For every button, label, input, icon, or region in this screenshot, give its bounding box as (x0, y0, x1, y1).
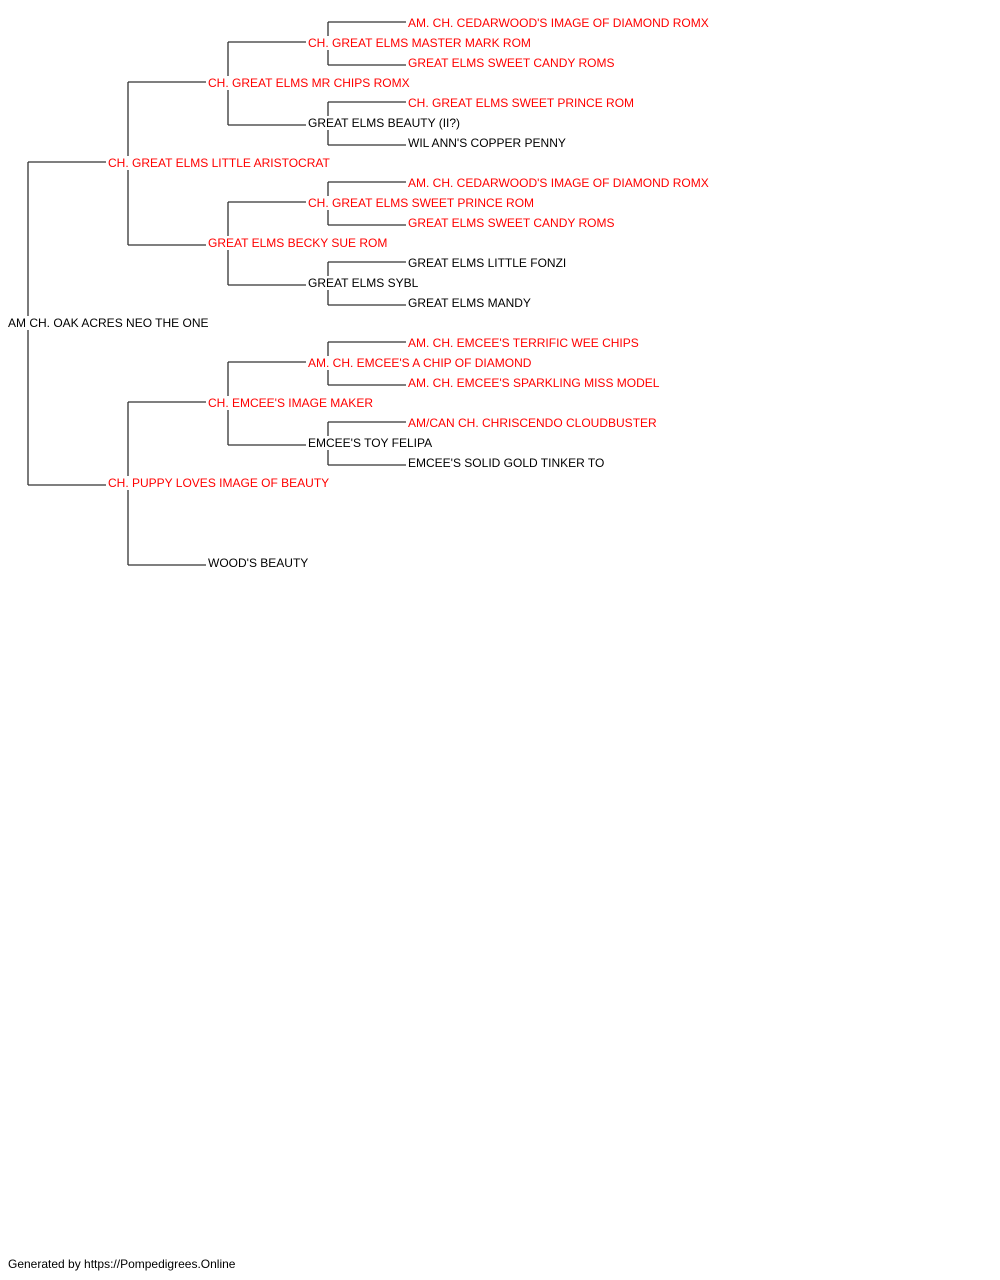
dam-gen2[interactable]: WOOD'S BEAUTY (206, 556, 311, 570)
sire-gen3[interactable]: CH. GREAT ELMS SWEET PRINCE ROM (306, 196, 537, 210)
dam-gen3[interactable]: EMCEE'S TOY FELIPA (306, 436, 435, 450)
footer-credit: Generated by https://Pompedigrees.Online (8, 1257, 236, 1271)
dam-gen4[interactable]: EMCEE'S SOLID GOLD TINKER TO (406, 456, 607, 470)
sire-gen2[interactable]: CH. GREAT ELMS MR CHIPS ROMX (206, 76, 412, 90)
dam-gen3[interactable]: GREAT ELMS SYBL (306, 276, 421, 290)
dam-gen4[interactable]: GREAT ELMS SWEET CANDY ROMS (406, 216, 617, 230)
sire-gen4[interactable]: AM. CH. CEDARWOOD'S IMAGE OF DIAMOND ROM… (406, 16, 711, 30)
sire-gen3[interactable]: AM. CH. EMCEE'S A CHIP OF DIAMOND (306, 356, 534, 370)
dam-gen4[interactable]: GREAT ELMS MANDY (406, 296, 533, 310)
dam-gen4[interactable]: GREAT ELMS SWEET CANDY ROMS (406, 56, 617, 70)
dam-gen4[interactable]: AM. CH. EMCEE'S SPARKLING MISS MODEL (406, 376, 662, 390)
sire-gen4[interactable]: AM/CAN CH. CHRISCENDO CLOUDBUSTER (406, 416, 659, 430)
sire-gen4[interactable]: CH. GREAT ELMS SWEET PRINCE ROM (406, 96, 637, 110)
sire-gen4[interactable]: AM. CH. EMCEE'S TERRIFIC WEE CHIPS (406, 336, 641, 350)
sire-gen4[interactable]: AM. CH. CEDARWOOD'S IMAGE OF DIAMOND ROM… (406, 176, 711, 190)
sire-gen3[interactable]: CH. GREAT ELMS MASTER MARK ROM (306, 36, 533, 50)
dam-gen3[interactable]: GREAT ELMS BEAUTY (II?) (306, 116, 463, 130)
sire-gen1[interactable]: CH. GREAT ELMS LITTLE ARISTOCRAT (106, 156, 332, 170)
sire-gen4[interactable]: GREAT ELMS LITTLE FONZI (406, 256, 569, 270)
subject-dog[interactable]: AM CH. OAK ACRES NEO THE ONE (6, 316, 211, 330)
dam-gen4[interactable]: WIL ANN'S COPPER PENNY (406, 136, 568, 150)
dam-gen1[interactable]: CH. PUPPY LOVES IMAGE OF BEAUTY (106, 476, 332, 490)
dam-gen2[interactable]: GREAT ELMS BECKY SUE ROM (206, 236, 390, 250)
sire-gen2[interactable]: CH. EMCEE'S IMAGE MAKER (206, 396, 375, 410)
